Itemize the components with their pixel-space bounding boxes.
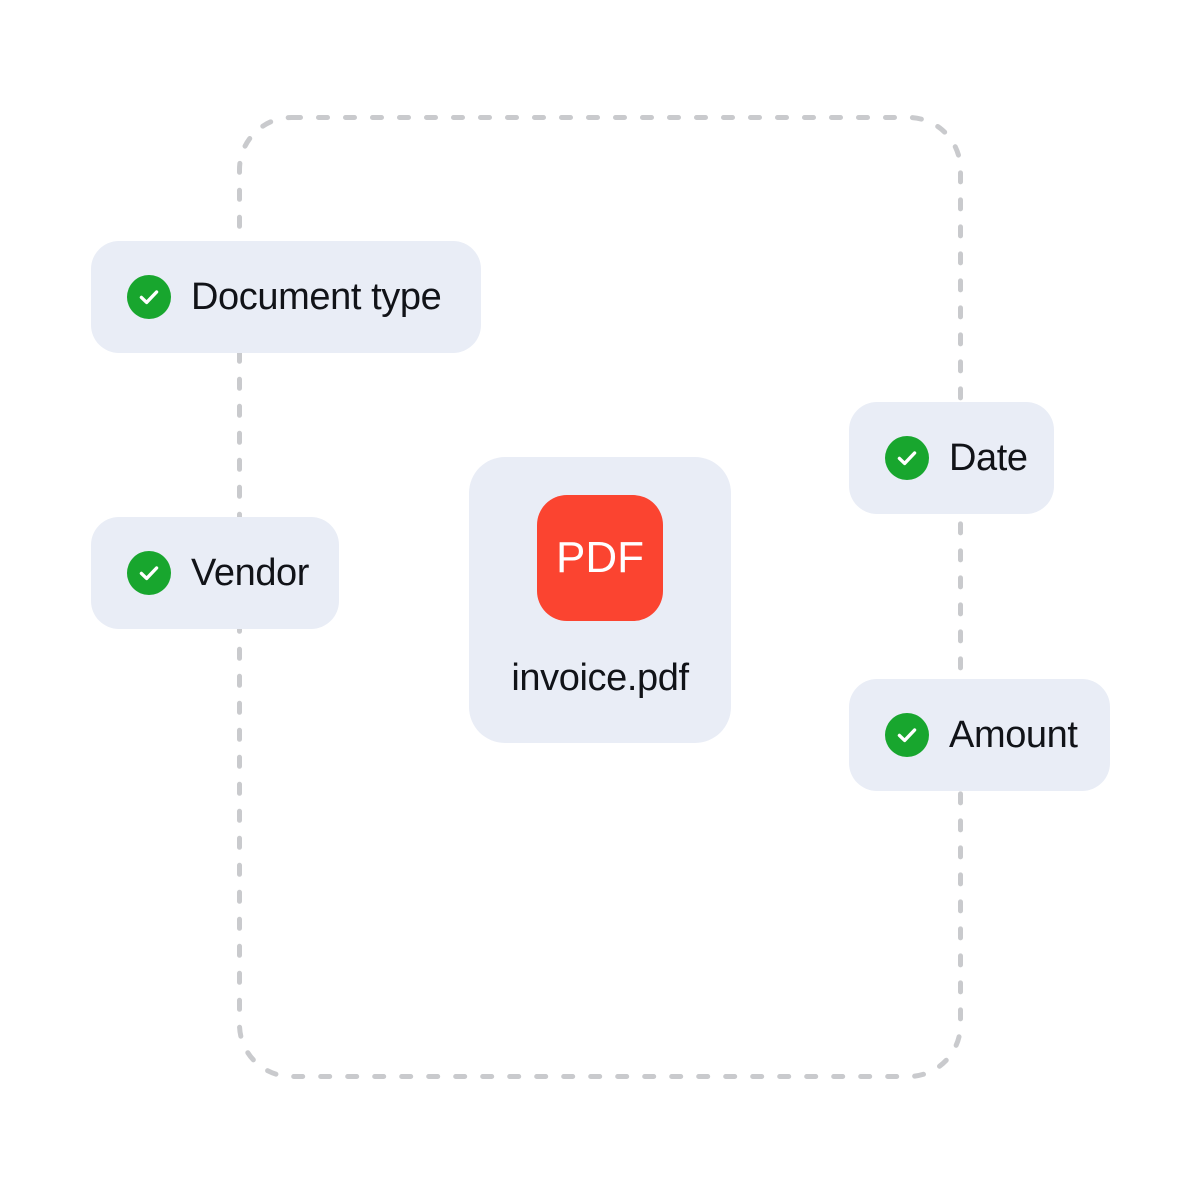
pdf-file-icon: PDF: [537, 495, 663, 621]
field-chip-label: Document type: [191, 276, 442, 318]
field-chip-document-type[interactable]: Document type: [91, 241, 481, 353]
field-chip-date[interactable]: Date: [849, 402, 1054, 514]
field-chip-label: Vendor: [191, 552, 310, 594]
file-card[interactable]: PDF invoice.pdf: [469, 457, 731, 743]
check-circle-icon: [127, 275, 171, 319]
pdf-icon-label: PDF: [556, 533, 644, 582]
field-chip-vendor[interactable]: Vendor: [91, 517, 339, 629]
check-circle-icon: [885, 713, 929, 757]
field-chip-label: Amount: [949, 714, 1078, 756]
field-chip-amount[interactable]: Amount: [849, 679, 1110, 791]
field-chip-label: Date: [949, 437, 1028, 479]
file-name-label: invoice.pdf: [511, 657, 689, 699]
check-circle-icon: [885, 436, 929, 480]
check-circle-icon: [127, 551, 171, 595]
